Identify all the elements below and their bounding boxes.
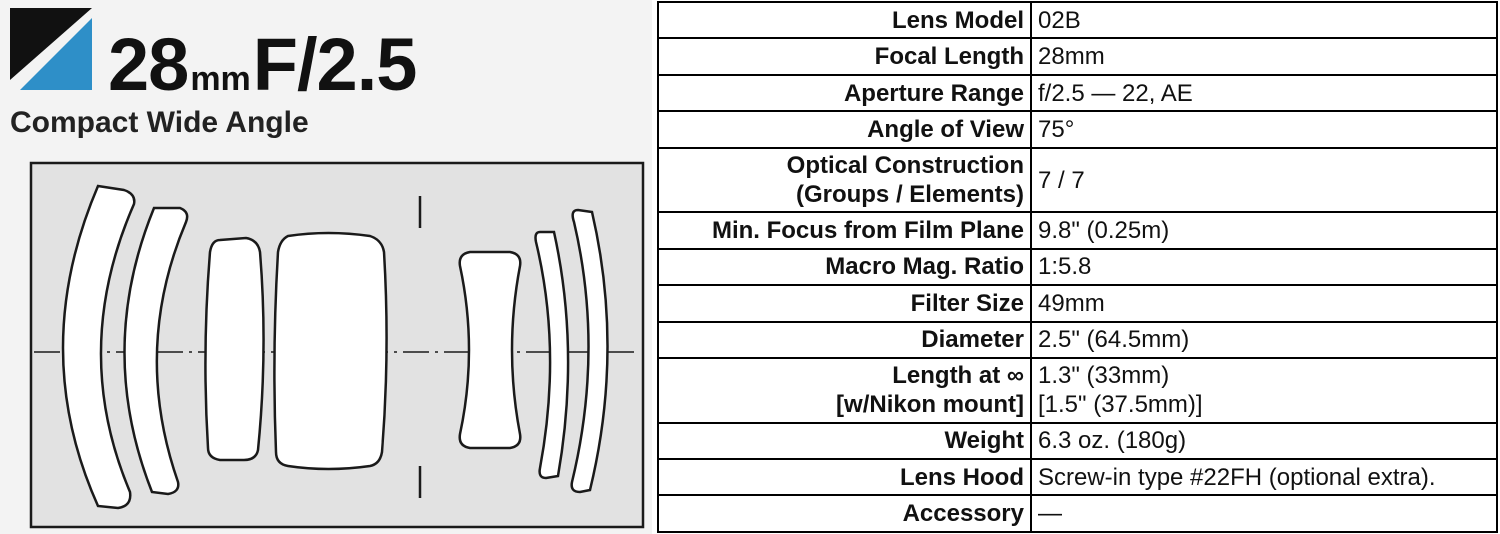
spec-label: Length at ∞[w/Nikon mount]: [657, 357, 1032, 424]
spec-row: Weight 6.3 oz. (180g): [657, 421, 1498, 461]
spec-label-line: Min. Focus from Film Plane: [711, 217, 1024, 245]
lens-element-7: [570, 208, 609, 494]
spec-label: Lens Model: [657, 0, 1032, 40]
spec-value-line: —: [1038, 500, 1062, 528]
spec-label: Accessory: [657, 494, 1032, 533]
spec-label: Focal Length: [657, 37, 1032, 76]
spec-label: Aperture Range: [657, 73, 1032, 113]
spec-row: Macro Mag. Ratio 1:5.8: [657, 247, 1498, 287]
spec-row: Lens Hood Screw-in type #22FH (optional e…: [657, 458, 1498, 497]
spec-row: Accessory —: [657, 494, 1498, 533]
spec-value-line: 1:5.8: [1038, 253, 1092, 281]
spec-label: Macro Mag. Ratio: [657, 247, 1032, 287]
spec-value: 9.8" (0.25m): [1030, 211, 1498, 250]
lens-subtitle: Compact Wide Angle: [10, 106, 309, 139]
spec-row: Optical Construction(Groups / Elements)7…: [657, 146, 1498, 214]
title-unit: mm: [190, 60, 251, 98]
spec-row: Min. Focus from Film Plane 9.8" (0.25m): [657, 211, 1498, 250]
spec-value: 49mm: [1030, 284, 1498, 323]
lens-element-1: [61, 184, 136, 510]
brand-logo-mark: [10, 8, 92, 90]
spec-row: Filter Size 49mm: [657, 284, 1498, 323]
spec-value: Screw-in type #22FH (optional extra).: [1030, 458, 1498, 497]
spec-value: 2.5" (64.5mm): [1030, 320, 1498, 360]
spec-row: Length at ∞[w/Nikon mount]1.3" (33mm)[1.…: [657, 357, 1498, 424]
spec-label-line: Diameter: [921, 326, 1024, 354]
logo-black-triangle: [10, 8, 92, 80]
spec-label-line: Filter Size: [910, 289, 1024, 317]
lens-element-3: [204, 236, 265, 462]
spec-label-line: (Groups / Elements): [795, 181, 1024, 209]
spec-label-line: Macro Mag. Ratio: [825, 253, 1024, 281]
spec-label-line: [w/Nikon mount]: [836, 391, 1024, 419]
spec-value-line: 1.3" (33mm): [1038, 362, 1170, 390]
logo-blue-triangle: [20, 18, 92, 90]
spec-value-line: 9.8" (0.25m): [1038, 217, 1170, 245]
lens-element-2: [123, 206, 189, 496]
lens-element-6: [534, 230, 570, 480]
spec-label-line: Lens Model: [891, 6, 1024, 34]
spec-value-line: 49mm: [1038, 289, 1105, 317]
spec-value: 28mm: [1030, 37, 1498, 76]
spec-value-line: 7 / 7: [1038, 166, 1085, 194]
spec-value-line: 2.5" (64.5mm): [1038, 326, 1190, 354]
spec-label: Lens Hood: [657, 458, 1032, 497]
spec-value: 6.3 oz. (180g): [1030, 421, 1498, 461]
spec-label-line: Focal Length: [874, 43, 1024, 71]
spec-value-line: Screw-in type #22FH (optional extra).: [1038, 463, 1436, 491]
lens-title: 28 mm F/2.5: [108, 22, 417, 106]
spec-value: 75°: [1030, 110, 1498, 149]
spec-value: —: [1030, 494, 1498, 533]
spec-label-line: Angle of View: [867, 116, 1024, 144]
spec-value: 7 / 7: [1030, 146, 1498, 214]
spec-row: Lens Model 02B: [657, 0, 1498, 40]
spec-row: Aperture Range f/2.5 — 22, AE: [657, 73, 1498, 113]
spec-value-line: 6.3 oz. (180g): [1038, 427, 1187, 455]
spec-label: Diameter: [657, 320, 1032, 360]
spec-label: Filter Size: [657, 284, 1032, 323]
spec-label: Weight: [657, 421, 1032, 461]
spec-value-line: 02B: [1038, 6, 1081, 34]
optical-diagram: [29, 161, 645, 529]
spec-label-line: Accessory: [902, 500, 1024, 528]
lens-element-4: [273, 231, 388, 471]
spec-label-line: Aperture Range: [843, 79, 1024, 107]
spec-row: Diameter 2.5" (64.5mm): [657, 320, 1498, 360]
lens-info-panel: 28 mm F/2.5 Compact Wide Angle: [0, 0, 652, 534]
spec-label: Optical Construction(Groups / Elements): [657, 146, 1032, 214]
spec-label: Angle of View: [657, 110, 1032, 149]
spec-value: f/2.5 — 22, AE: [1030, 73, 1498, 113]
spec-value: 1.3" (33mm)[1.5" (37.5mm)]: [1030, 357, 1498, 424]
spec-row: Angle of View 75°: [657, 110, 1498, 149]
spec-label: Min. Focus from Film Plane: [657, 211, 1032, 250]
title-focal-length: 28: [108, 23, 189, 106]
spec-label-line: Weight: [944, 427, 1024, 455]
spec-value-line: 28mm: [1038, 43, 1105, 71]
spec-value: 02B: [1030, 0, 1498, 40]
lens-element-5: [458, 250, 522, 450]
spec-label-line: Length at ∞: [892, 362, 1024, 390]
title-aperture: F/2.5: [252, 23, 418, 106]
spec-row: Focal Length 28mm: [657, 37, 1498, 76]
spec-label-line: Lens Hood: [900, 463, 1024, 491]
spec-value: 1:5.8: [1030, 247, 1498, 287]
spec-value-line: 75°: [1038, 116, 1075, 144]
spec-value-line: [1.5" (37.5mm)]: [1038, 391, 1203, 419]
spec-value-line: f/2.5 — 22, AE: [1038, 79, 1193, 107]
spec-label-line: Optical Construction: [786, 152, 1024, 180]
